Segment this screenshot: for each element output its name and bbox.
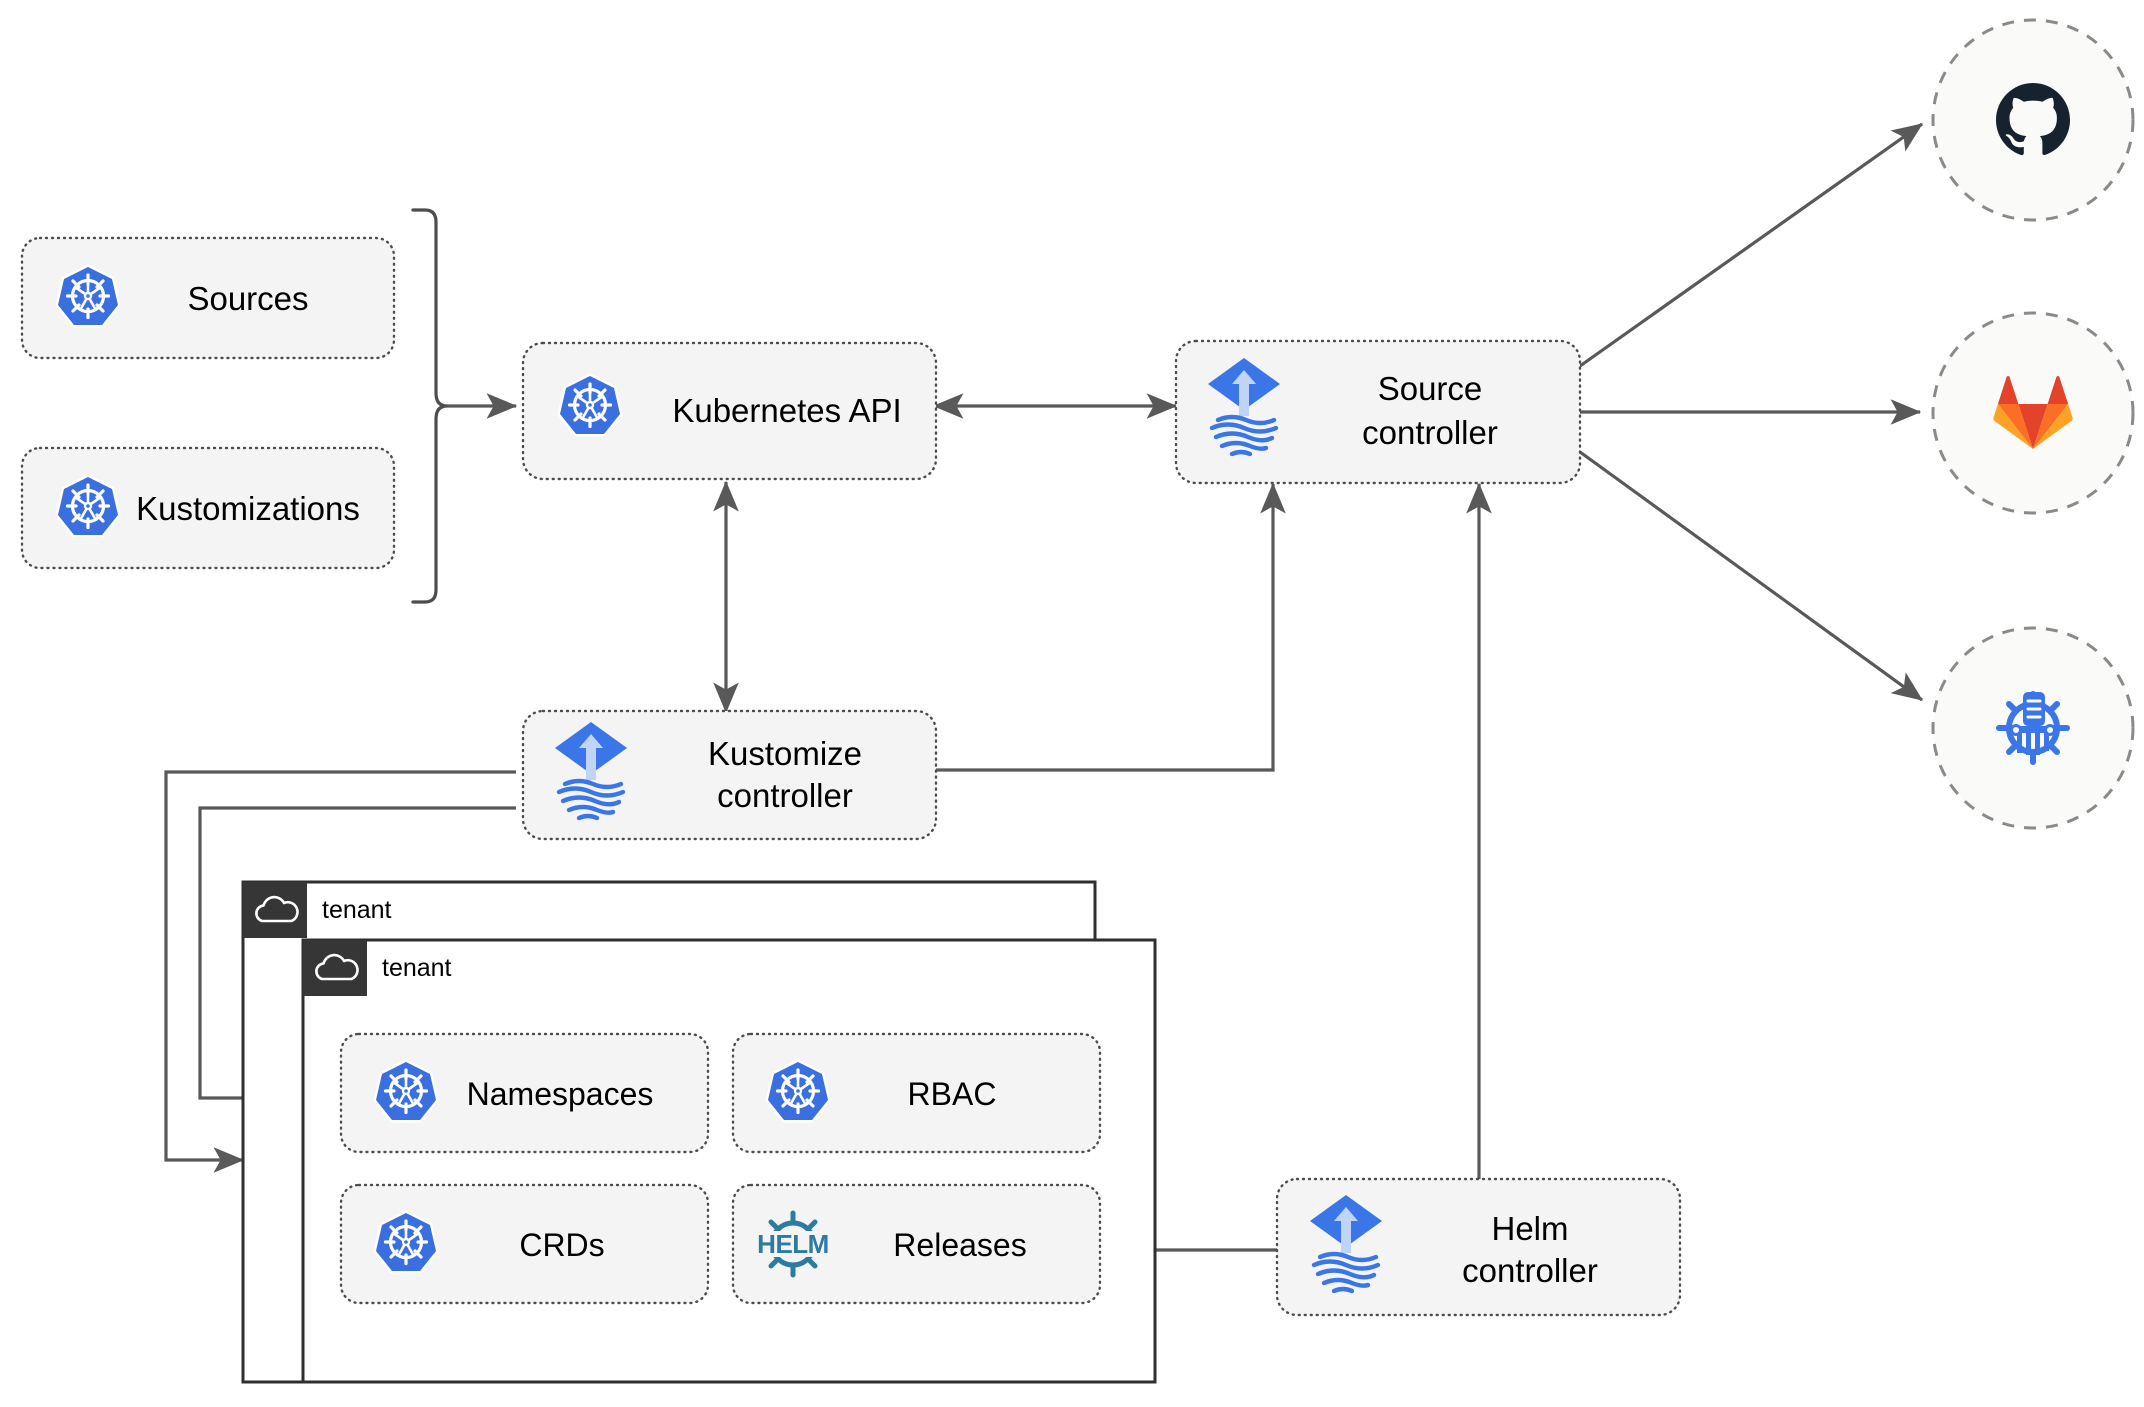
edge-kustomize-to-tenant-1 (164, 770, 516, 1173)
node-namespaces[interactable]: Namespaces (339, 1032, 710, 1154)
node-label-line2: controller (717, 777, 853, 814)
node-kubernetes-api[interactable]: Kubernetes API (521, 341, 938, 481)
node-label: RBAC (908, 1076, 997, 1112)
resource-group-bracket (411, 208, 448, 604)
edge-kustomize-to-source-controller (936, 482, 1286, 772)
helm-repo-icon (1999, 692, 2067, 762)
kubernetes-icon (376, 1062, 436, 1120)
provider-helm-repository[interactable] (1931, 626, 2135, 830)
kubernetes-icon (376, 1213, 436, 1271)
node-rbac[interactable]: RBAC (731, 1032, 1102, 1154)
kubernetes-icon (560, 376, 620, 434)
node-source-controller[interactable]: Source controller (1174, 339, 1582, 485)
node-label-line1: Helm (1491, 1210, 1568, 1247)
node-kustomizations[interactable]: Kustomizations (20, 446, 396, 570)
node-label: Kustomizations (136, 490, 360, 527)
kubernetes-icon (58, 267, 118, 325)
node-label: Releases (893, 1227, 1026, 1263)
node-label: CRDs (519, 1227, 604, 1263)
node-label: Namespaces (467, 1076, 654, 1112)
kubernetes-icon (58, 477, 118, 535)
node-label: Sources (187, 280, 308, 317)
node-crds[interactable]: CRDs (339, 1183, 710, 1305)
node-label: Kubernetes API (672, 392, 901, 429)
node-label-line1: Kustomize (708, 735, 862, 772)
kubernetes-icon (768, 1062, 828, 1120)
node-label-line2: controller (1462, 1252, 1598, 1289)
helm-wordmark: HELM (757, 1229, 829, 1259)
edge-source-controller-to-helm-repo (1579, 450, 1924, 702)
node-helm-controller[interactable]: Helm controller (1275, 1177, 1682, 1317)
helm-icon: HELM (757, 1213, 829, 1275)
tenant-label: tenant (382, 954, 452, 982)
tenant-container-inner[interactable]: tenant (301, 938, 1157, 1384)
provider-github[interactable] (1931, 18, 2135, 222)
node-releases[interactable]: HELM Releases (731, 1183, 1102, 1305)
provider-gitlab[interactable] (1931, 311, 2135, 515)
node-sources[interactable]: Sources (20, 236, 396, 360)
node-label-line2: controller (1362, 414, 1498, 451)
node-kustomize-controller[interactable]: Kustomize controller (521, 709, 938, 841)
node-label-line1: Source (1378, 370, 1483, 407)
edge-source-controller-to-github (1579, 122, 1924, 368)
tenant-label: tenant (322, 896, 392, 924)
